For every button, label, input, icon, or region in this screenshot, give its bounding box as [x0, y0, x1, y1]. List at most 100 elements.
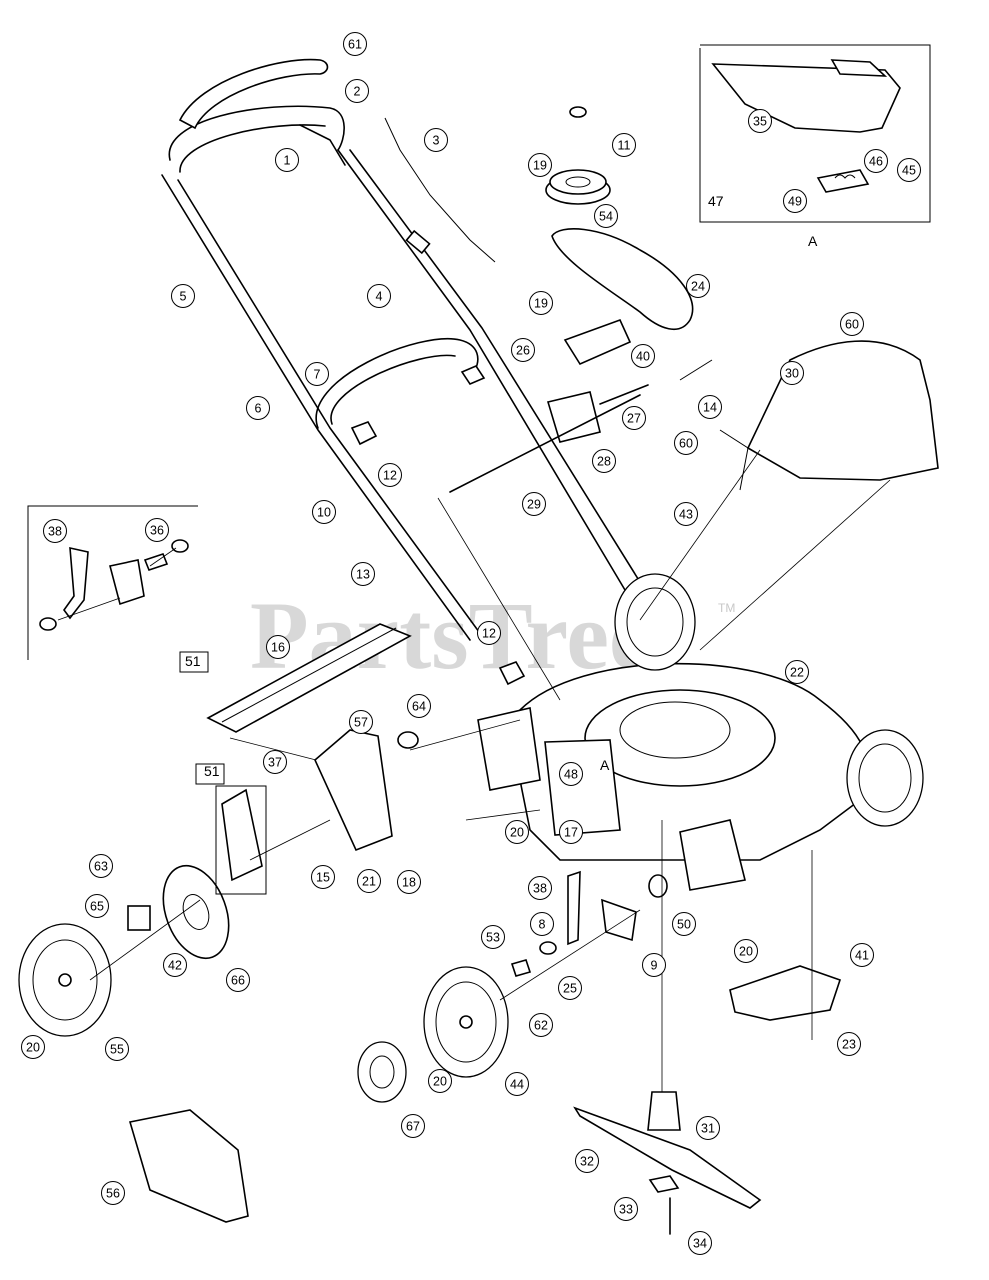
- callout-20: 20: [428, 1069, 452, 1093]
- callout-circle: [686, 274, 710, 298]
- pulley-and-belt: [545, 106, 694, 330]
- callout-12: 12: [378, 463, 402, 487]
- callout-circle: [351, 562, 375, 586]
- callout-circle: [529, 291, 553, 315]
- callout-number: 3: [433, 134, 440, 148]
- callout-circle: [477, 621, 501, 645]
- callout-32: 32: [575, 1149, 599, 1173]
- callout-25: 25: [558, 976, 582, 1000]
- callout-number: 15: [316, 871, 330, 885]
- callout-number: 53: [486, 931, 500, 945]
- callout-42: 42: [163, 953, 187, 977]
- callout-20: 20: [21, 1035, 45, 1059]
- callout-circle: [43, 519, 67, 543]
- callout-62: 62: [529, 1013, 553, 1037]
- callout-number: 65: [90, 900, 104, 914]
- callout-12: 12: [477, 621, 501, 645]
- rear-left-wheel: [18, 923, 112, 1037]
- callout-circle: [528, 153, 552, 177]
- watermark-trademark: TM: [718, 601, 735, 615]
- callout-37: 37: [263, 750, 287, 774]
- callout-circle: [559, 820, 583, 844]
- box-label-51-mid: 51: [204, 763, 220, 779]
- callout-number: 9: [651, 959, 658, 973]
- callout-number: 8: [539, 918, 546, 932]
- callout-number: 13: [356, 568, 370, 582]
- callout-number: 20: [739, 945, 753, 959]
- callout-number: 19: [533, 159, 547, 173]
- callout-number: 41: [855, 949, 869, 963]
- transmission-assembly: [449, 318, 713, 493]
- callout-number: 2: [354, 85, 361, 99]
- callout-60: 60: [674, 431, 698, 455]
- callout-19: 19: [529, 291, 553, 315]
- callout-31: 31: [696, 1116, 720, 1140]
- callout-4: 4: [367, 284, 391, 308]
- callout-number: 24: [691, 280, 705, 294]
- callout-number: 16: [271, 641, 285, 655]
- callout-number: 12: [383, 469, 397, 483]
- mower-deck: [477, 662, 869, 891]
- callout-number: 46: [869, 155, 883, 169]
- callout-number: 7: [314, 368, 321, 382]
- callout-number: 20: [510, 826, 524, 840]
- callout-circle: [511, 338, 535, 362]
- callout-number: 62: [534, 1019, 548, 1033]
- callout-24: 24: [686, 274, 710, 298]
- callout-circle: [505, 1072, 529, 1096]
- front-baffle: [729, 965, 842, 1021]
- callout-circle: [367, 284, 391, 308]
- callout-number: 33: [619, 1203, 633, 1217]
- callout-circle: [171, 284, 195, 308]
- front-right-wheel: [846, 729, 924, 827]
- callout-13: 13: [351, 562, 375, 586]
- callout-41: 41: [850, 943, 874, 967]
- callout-17: 17: [559, 820, 583, 844]
- callout-16: 16: [266, 635, 290, 659]
- callout-22: 22: [785, 660, 809, 684]
- callout-circle: [614, 1197, 638, 1221]
- callout-circle: [696, 1116, 720, 1140]
- callout-circle: [780, 361, 804, 385]
- callout-number: 32: [580, 1155, 594, 1169]
- callout-15: 15: [311, 865, 335, 889]
- callout-number: 20: [26, 1041, 40, 1055]
- callout-6: 6: [246, 396, 270, 420]
- box-label-47: 47: [708, 193, 724, 209]
- callout-14: 14: [698, 395, 722, 419]
- callout-number: 5: [180, 290, 187, 304]
- callout-5: 5: [171, 284, 195, 308]
- callout-36: 36: [145, 518, 169, 542]
- callout-number: 43: [679, 508, 693, 522]
- callout-number: 25: [563, 982, 577, 996]
- callout-number: 14: [703, 401, 717, 415]
- blade-assembly: [573, 820, 762, 1235]
- inset-height-adjuster-kit: [27, 505, 198, 660]
- callout-26: 26: [511, 338, 535, 362]
- front-left-wheel: [423, 966, 509, 1078]
- callout-circle: [642, 953, 666, 977]
- callout-34: 34: [688, 1231, 712, 1255]
- callout-67: 67: [401, 1114, 425, 1138]
- callout-7: 7: [305, 362, 329, 386]
- callout-circle: [312, 500, 336, 524]
- callout-circle: [428, 1069, 452, 1093]
- callout-44: 44: [505, 1072, 529, 1096]
- callout-circle: [266, 635, 290, 659]
- callout-1: 1: [275, 148, 299, 172]
- callout-number: 26: [516, 344, 530, 358]
- callout-61: 61: [343, 32, 367, 56]
- callout-number: 50: [677, 918, 691, 932]
- callout-number: 42: [168, 959, 182, 973]
- callout-circle: [612, 133, 636, 157]
- callout-circle: [105, 1037, 129, 1061]
- callout-number: 54: [599, 210, 613, 224]
- callout-54: 54: [594, 204, 618, 228]
- callout-circle: [21, 1035, 45, 1059]
- callout-43: 43: [674, 502, 698, 526]
- callout-circle: [864, 149, 888, 173]
- rear-deflector: [719, 340, 939, 491]
- callout-2: 2: [345, 79, 369, 103]
- callout-circle: [89, 854, 113, 878]
